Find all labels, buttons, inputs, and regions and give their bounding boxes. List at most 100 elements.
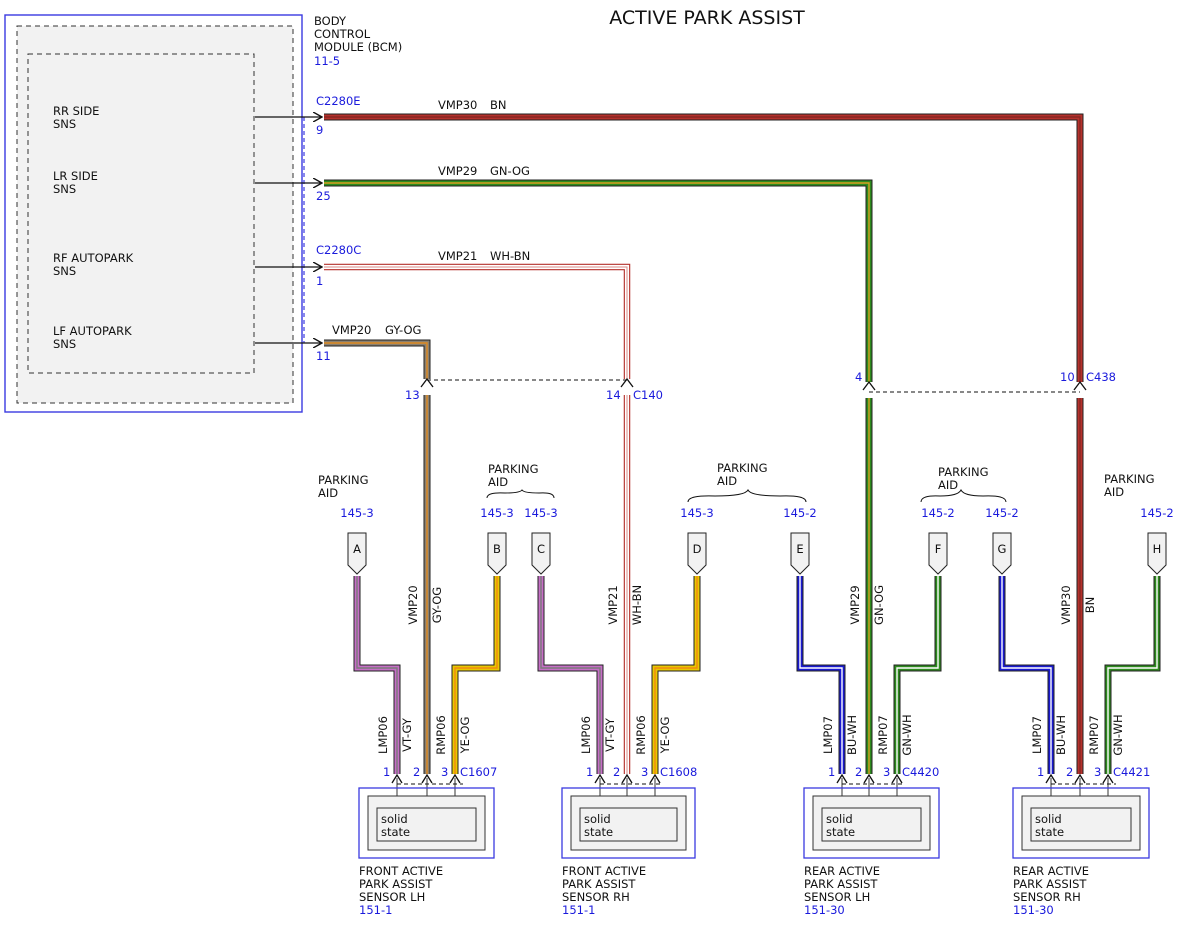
wire-right-1 — [651, 576, 701, 774]
svg-text:VMP30: VMP30 — [438, 98, 477, 112]
svg-text:SNS: SNS — [53, 264, 76, 278]
wire-circuit-label: VMP21 — [606, 585, 620, 624]
sensor-ref: 151-1 — [359, 903, 392, 917]
wire-circuit-label: VMP20 — [406, 585, 420, 624]
sensor-inner-label: solid — [584, 812, 611, 826]
svg-text:VMP20: VMP20 — [332, 323, 371, 337]
bcm-pin-25: 25 — [316, 189, 331, 203]
wire-color-label: VT-GY — [603, 717, 617, 752]
wire-circuit-label: VMP30 — [1059, 585, 1073, 624]
svg-text:AID: AID — [717, 474, 737, 488]
sensor-pin: 2 — [413, 765, 420, 779]
bcm-module — [4, 14, 305, 413]
wires — [324, 113, 1161, 774]
svg-text:RR SIDE: RR SIDE — [53, 104, 99, 118]
svg-text:AID: AID — [488, 475, 508, 489]
connector-ref: 145-2 — [985, 506, 1018, 520]
wire-left-3 — [998, 576, 1055, 774]
wire-right-0 — [451, 576, 501, 774]
wire-color-label: BN — [1083, 597, 1097, 614]
wire-vmp29-gn-og — [324, 179, 873, 382]
connector-letter: D — [693, 542, 702, 556]
sensor-inner-label: state — [1035, 825, 1064, 839]
sensor-pin: 1 — [586, 765, 593, 779]
sensor-pin: 2 — [855, 765, 862, 779]
svg-text:BODY: BODY — [314, 14, 347, 28]
svg-text:VMP29: VMP29 — [438, 164, 477, 178]
wire-circuit-label: RMP06 — [634, 715, 648, 754]
svg-text:PARKING: PARKING — [1104, 472, 1155, 486]
wire-circuit-label: LMP06 — [376, 716, 390, 754]
svg-text:4: 4 — [855, 370, 862, 384]
wire-color-label: GN-WH — [900, 714, 914, 755]
sensor-pin: 2 — [613, 765, 620, 779]
svg-text:14: 14 — [606, 388, 621, 402]
wire-color-label: GN-OG — [872, 585, 886, 625]
sensor-name-line: SENSOR LH — [804, 890, 870, 904]
sensor-pin: 3 — [441, 765, 448, 779]
wire-right-3 — [1104, 576, 1161, 774]
sensor-name-line: FRONT ACTIVE — [359, 864, 443, 878]
wire-color-label: GN-WH — [1111, 714, 1125, 755]
sensor-name-line: PARK ASSIST — [562, 877, 636, 891]
connector-letter: C — [537, 542, 545, 556]
svg-text:AID: AID — [938, 478, 958, 492]
wire-circuit-label: RMP06 — [434, 715, 448, 754]
sensor-pin: 1 — [383, 765, 390, 779]
wire-left-2 — [796, 576, 846, 774]
sensor-name-line: FRONT ACTIVE — [562, 864, 646, 878]
parking-aid-connectors: A145-3B145-3C145-3D145-3E145-2F145-2G145… — [340, 506, 1174, 575]
svg-text:LR SIDE: LR SIDE — [53, 169, 98, 183]
wire-circuit-label: RMP07 — [876, 715, 890, 754]
svg-text:PARKING: PARKING — [318, 473, 369, 487]
sensor-inner-label: solid — [1035, 812, 1062, 826]
diagram-title: ACTIVE PARK ASSIST — [609, 7, 805, 29]
wire-right-2 — [893, 576, 942, 774]
bcm-pin-9: 9 — [316, 123, 323, 137]
bcm-pin-1: 1 — [316, 274, 323, 288]
connector-letter: H — [1153, 542, 1162, 556]
svg-text:WH-BN: WH-BN — [490, 249, 530, 263]
sensor-pin: 1 — [1037, 765, 1044, 779]
sensor-name-line: SENSOR RH — [1013, 890, 1081, 904]
svg-text:CONTROL: CONTROL — [314, 27, 371, 41]
wire-circuit-label: VMP29 — [848, 585, 862, 624]
svg-text:SNS: SNS — [53, 337, 76, 351]
connector-ref: 145-3 — [340, 506, 373, 520]
bcm-pin-11: 11 — [316, 349, 331, 363]
connector-ref: 145-2 — [783, 506, 816, 520]
connector-letter: B — [493, 542, 501, 556]
connector-letter: F — [935, 542, 942, 556]
connector-ref: 145-3 — [524, 506, 557, 520]
sensor-inner-label: state — [826, 825, 855, 839]
wire-vmp20-gy-og — [324, 339, 431, 379]
sensor-ref: 151-30 — [1013, 903, 1054, 917]
sensor-inner-label: solid — [381, 812, 408, 826]
parking-aid-labels: PARKING AID PARKING AID PARKING AID PARK… — [318, 461, 1155, 503]
svg-text:PARKING: PARKING — [938, 465, 989, 479]
sensor-name-line: PARK ASSIST — [804, 877, 878, 891]
bcm-pin-labels: RR SIDE SNS LR SIDE SNS RF AUTOPARK SNS … — [53, 104, 134, 351]
wire-color-label: YE-OG — [458, 717, 472, 755]
wire-color-label: GY-OG — [430, 587, 444, 623]
sensor-connector-name: C4420 — [902, 765, 939, 779]
svg-text:VMP21: VMP21 — [438, 249, 477, 263]
wire-left-1 — [537, 576, 604, 774]
parking-aid-connector-c: C 145-3 — [524, 506, 558, 575]
wire-vmp21-wh-bn — [324, 263, 631, 379]
connector-c2280e: C2280E — [316, 94, 361, 108]
wire-circuit-label: LMP07 — [821, 716, 835, 754]
connector-c2280c: C2280C — [316, 243, 361, 257]
svg-text:AID: AID — [1104, 485, 1124, 499]
svg-text:GN-OG: GN-OG — [490, 164, 530, 178]
